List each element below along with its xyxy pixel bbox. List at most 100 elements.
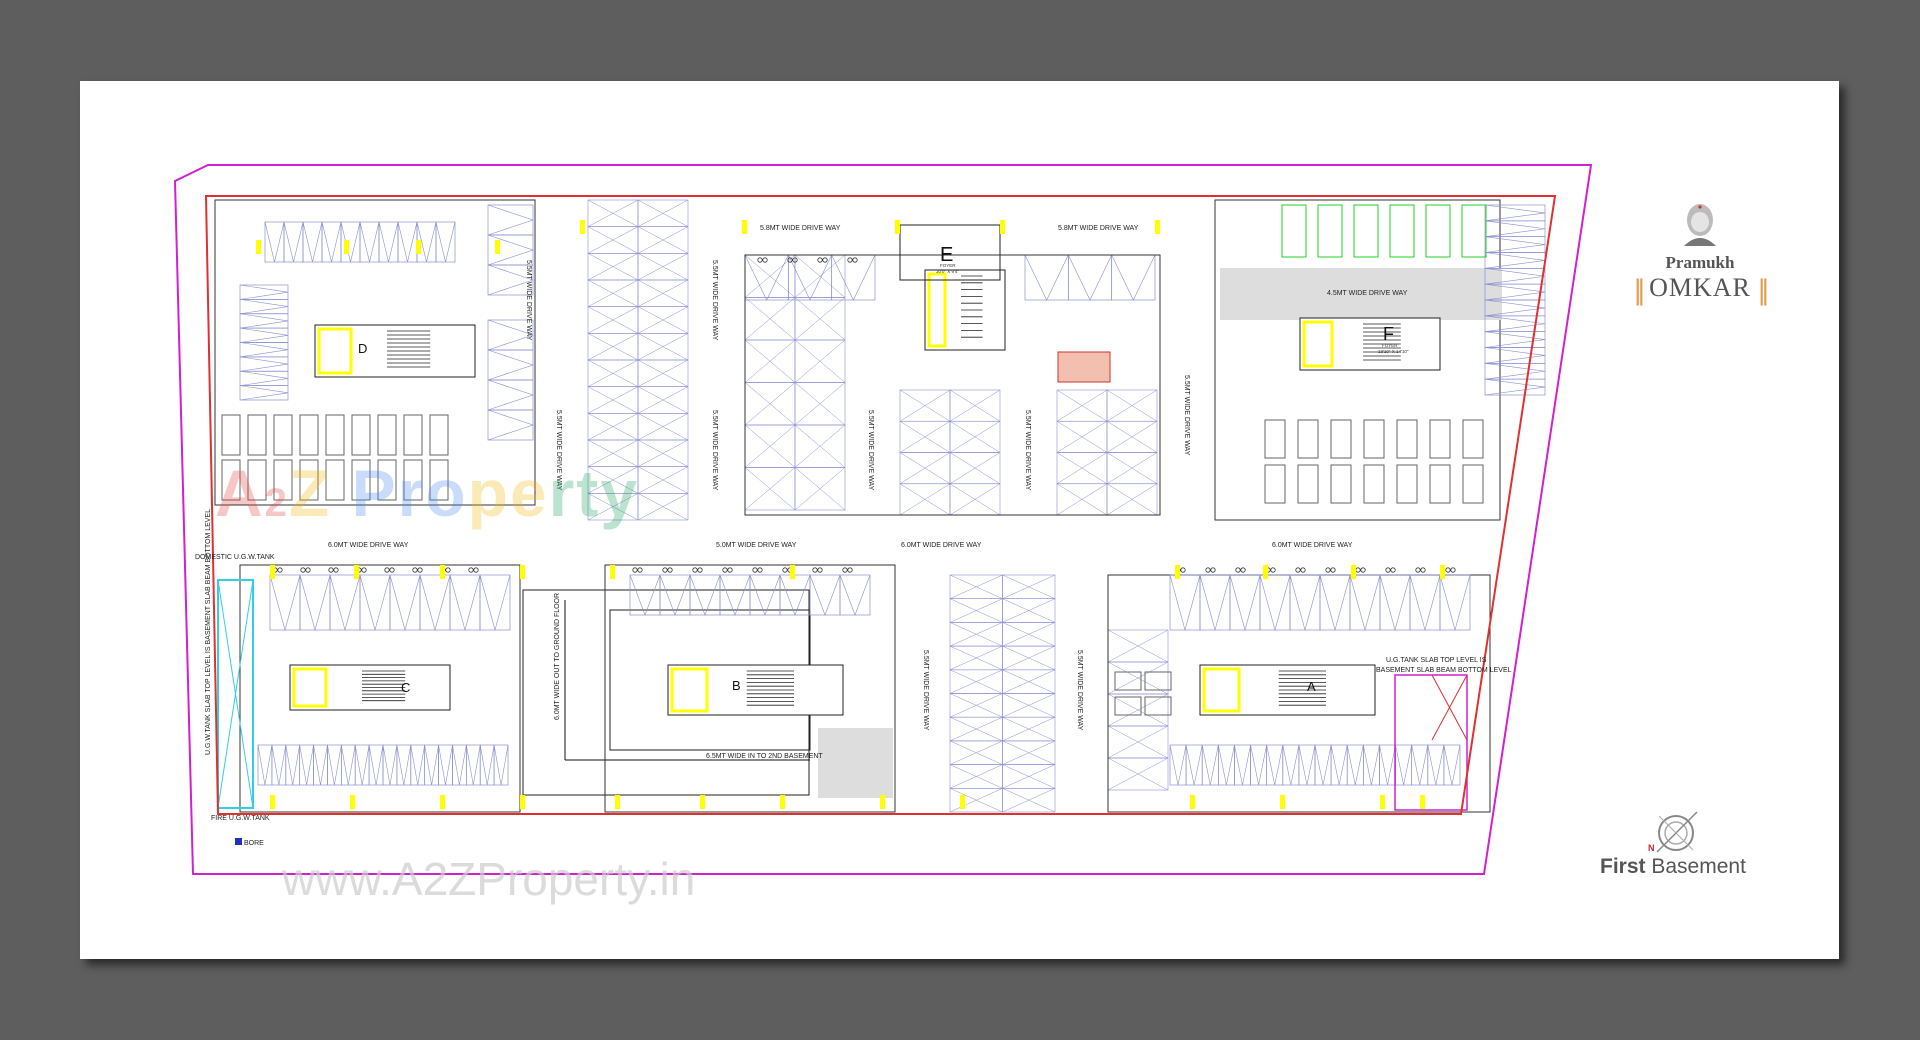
wall	[1317, 204, 1343, 258]
parking-bay-mark	[487, 409, 534, 441]
parking-bay	[354, 744, 370, 786]
wheel-stop	[662, 567, 668, 573]
parking-bay-mark	[949, 483, 1001, 516]
parking-bay-mark	[1002, 716, 1056, 742]
driveway-label: 5.8MT WIDE DRIVE WAY	[1058, 225, 1139, 232]
parking-bay-mark	[466, 744, 481, 786]
wall	[1363, 464, 1385, 504]
parking-bay	[839, 574, 871, 616]
right-tank-note: U.G.TANK SLAB TOP LEVEL IS	[1386, 657, 1487, 664]
parking-bay-mark	[1484, 204, 1546, 222]
level-title: First Basement	[1600, 855, 1746, 878]
parking-bay-mark	[452, 744, 467, 786]
lift	[317, 327, 353, 375]
wall	[289, 664, 451, 711]
parking-bay-mark	[1443, 744, 1461, 786]
column	[580, 220, 585, 234]
parking-bay-mark	[396, 744, 412, 786]
parking-bay	[1395, 744, 1413, 786]
wall	[1214, 199, 1501, 521]
parking-bay	[340, 744, 356, 786]
parking-bay-mark	[744, 424, 796, 468]
parking-bay-mark	[587, 386, 639, 414]
parking-bay	[1002, 787, 1056, 813]
parking-bay-mark	[340, 221, 361, 263]
vertical-driveway-label: 5.5MT WIDE DRIVE WAY	[1024, 410, 1031, 491]
parking-bay	[1229, 574, 1261, 631]
parking-bay	[419, 574, 451, 631]
parking-bay-mark	[949, 574, 1003, 599]
parking-bay-mark	[239, 327, 289, 343]
column	[520, 795, 525, 809]
parking-bay-mark	[329, 574, 361, 632]
parking-bay	[1259, 574, 1291, 631]
parking-bay	[1289, 574, 1321, 631]
parking-bay-mark	[587, 466, 639, 494]
parking-bay	[794, 467, 846, 511]
parking-bay-mark	[587, 199, 639, 227]
parking-bay-mark	[949, 645, 1003, 671]
wheel-stop	[787, 257, 793, 263]
parking-bay-mark	[744, 339, 796, 383]
parking-bay	[283, 221, 304, 263]
right-tank-note: BASEMENT SLAB BEAM BOTTOM LEVEL	[1376, 667, 1512, 674]
parking-bay-mark	[1107, 757, 1169, 791]
parking-bay-mark	[449, 574, 481, 632]
parking-bay-mark	[1484, 378, 1546, 396]
parking-bay	[285, 744, 301, 786]
parking-bay-mark	[1484, 236, 1546, 253]
wall	[1462, 464, 1484, 504]
wheel-stop	[1325, 567, 1331, 573]
parking-bay-mark	[299, 574, 331, 632]
parking-bay	[659, 574, 691, 616]
parking-bay-mark	[1409, 574, 1441, 632]
wheel-stop	[762, 257, 768, 263]
north-indicator: N	[1648, 843, 1655, 853]
wall	[214, 199, 536, 506]
parking-bay-mark	[637, 386, 689, 414]
parking-bay	[479, 744, 495, 786]
wall	[1462, 419, 1484, 459]
wheel-stop	[1300, 567, 1306, 573]
parking-bay	[487, 409, 534, 441]
parking-bay	[239, 342, 289, 358]
parking-bay-mark	[416, 221, 437, 263]
parking-bay-mark	[637, 279, 689, 307]
parking-bay-mark	[1484, 220, 1546, 237]
wall	[1144, 696, 1172, 716]
parking-bay	[1067, 254, 1113, 301]
wheel-stop	[842, 567, 848, 573]
wall	[1330, 419, 1352, 459]
parking-bay-mark	[779, 574, 811, 616]
column	[790, 565, 795, 579]
parking-bay	[1111, 254, 1156, 301]
parking-bay-mark	[899, 421, 951, 453]
parking-bay-mark	[487, 234, 534, 266]
wall	[1396, 419, 1418, 459]
parking-bay-mark	[1199, 574, 1231, 632]
parking-bay	[397, 221, 418, 263]
parking-bay-mark	[1411, 744, 1429, 786]
parking-bay-mark	[368, 744, 384, 786]
parking-bay-mark	[479, 744, 495, 786]
parking-bay	[1349, 574, 1381, 631]
parking-bay-mark	[1289, 574, 1321, 632]
parking-bay	[637, 493, 689, 521]
parking-bay	[435, 221, 456, 263]
parking-bay	[1379, 744, 1396, 786]
parking-bay-mark	[637, 306, 689, 334]
parking-bay-mark	[302, 221, 323, 263]
parking-bay-mark	[744, 382, 796, 426]
parking-bay-mark	[239, 370, 289, 386]
parking-bay	[1298, 744, 1316, 786]
parking-bay	[359, 574, 391, 631]
parking-bay	[1217, 744, 1235, 786]
wall	[1264, 464, 1286, 504]
wall	[239, 564, 521, 813]
parking-bay-mark	[359, 574, 391, 632]
parking-bay	[487, 349, 534, 381]
parking-bay	[264, 221, 285, 263]
parking-bay	[1443, 744, 1461, 786]
parking-bay-mark	[1106, 421, 1158, 453]
